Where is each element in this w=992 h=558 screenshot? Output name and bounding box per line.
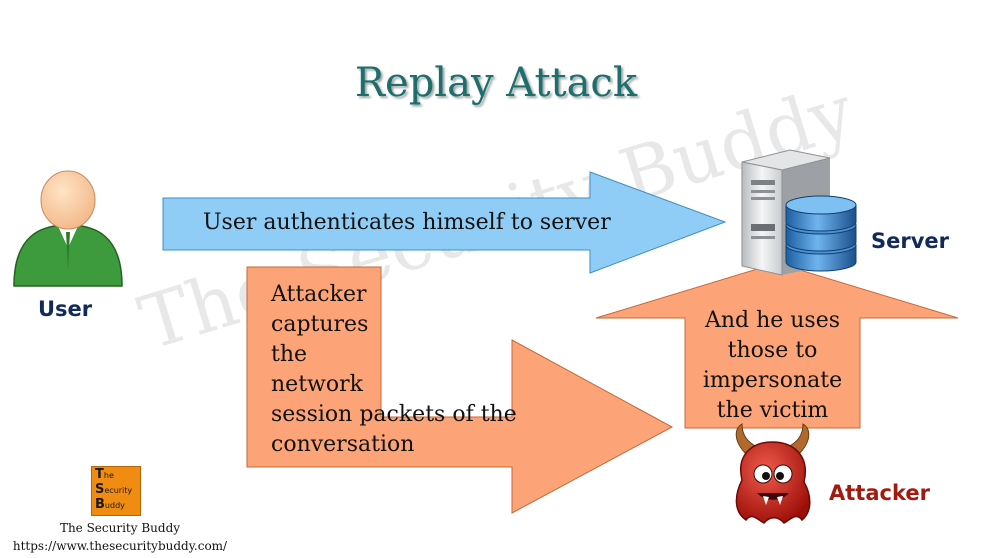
logo-line-1: The [95, 467, 114, 482]
capture-line: network [271, 372, 363, 397]
impersonate-arrow [595, 262, 959, 429]
logo-url: https://www.thesecuritybuddy.com/ [12, 539, 228, 553]
capture-line: captures [271, 312, 369, 337]
impersonate-arrow-label: And he uses those to impersonate the vic… [685, 306, 860, 426]
impersonate-line: the victim [716, 398, 829, 423]
server-label: Server [871, 229, 950, 253]
diagram-title: Replay Attack [354, 60, 638, 106]
capture-line: session packets of the [271, 402, 517, 427]
auth-arrow [162, 171, 727, 274]
user-icon [13, 170, 123, 287]
impersonate-line: And he uses [704, 308, 841, 333]
security-buddy-logo: The Security Buddy [91, 466, 141, 516]
user-label: User [38, 297, 93, 321]
impersonate-line: those to [727, 338, 818, 363]
capture-arrow [246, 266, 674, 514]
capture-line: Attacker [271, 282, 367, 307]
attacker-label: Attacker [829, 481, 930, 505]
database-icon [785, 195, 857, 272]
auth-arrow-label: User authenticates himself to server [203, 210, 611, 235]
capture-arrow-label: Attacker captures the network session pa… [271, 280, 517, 460]
logo-name: The Security Buddy [59, 521, 181, 535]
impersonate-line: impersonate [702, 368, 843, 393]
capture-line: conversation [271, 432, 415, 457]
attacker-icon [735, 423, 811, 524]
logo-line-2: Security [95, 482, 133, 497]
capture-line: the [271, 342, 308, 367]
logo-line-3: Buddy [95, 497, 125, 512]
